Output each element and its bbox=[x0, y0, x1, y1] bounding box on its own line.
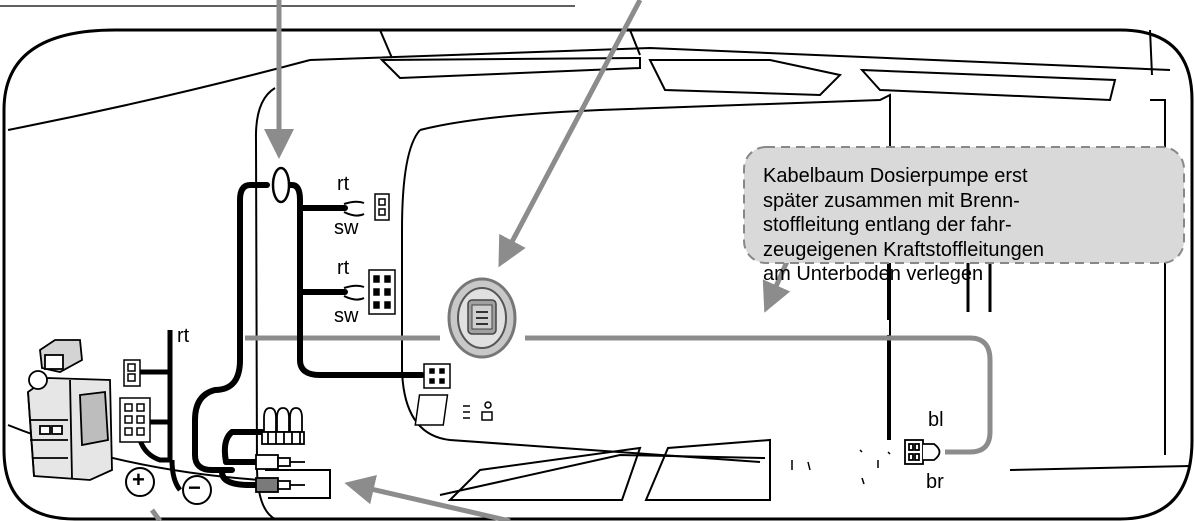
callout-line: Kabelbaum Dosierpumpe erst bbox=[763, 165, 1028, 187]
callout-box bbox=[743, 146, 1185, 264]
label-br: br bbox=[926, 471, 944, 493]
minus-symbol: − bbox=[188, 475, 201, 500]
arrow-fuses bbox=[344, 474, 511, 521]
body-contours bbox=[7, 29, 1191, 520]
arrow-terminal bbox=[149, 508, 163, 521]
heater-unit-icon bbox=[27, 339, 113, 481]
main-harness bbox=[192, 182, 425, 488]
label-rt-left: rt bbox=[177, 325, 190, 347]
fuse-holder-icon bbox=[261, 407, 305, 445]
pump-cable-right bbox=[525, 335, 993, 455]
label-bl: bl bbox=[928, 409, 944, 431]
connector-4pin-control bbox=[423, 363, 451, 389]
stray-marks bbox=[791, 449, 891, 485]
label-rt-middle: rt bbox=[337, 257, 350, 279]
power-harness bbox=[137, 330, 183, 492]
label-sw-middle: sw bbox=[334, 305, 359, 327]
fuse-grey-icon bbox=[255, 477, 305, 493]
arrow-control-unit bbox=[498, 0, 643, 268]
callout-line: zeugeigenen Kraftstoffleitungen bbox=[763, 238, 1044, 261]
callout-text: Kabelbaum Dosierpumpe erst später zusamm… bbox=[763, 164, 1173, 287]
label-sw-upper: sw bbox=[334, 217, 359, 239]
connector-2pin-pump bbox=[904, 439, 941, 465]
callout-line: später zusammen mit Brenn- bbox=[763, 189, 1020, 212]
callout-line: stoffleitung entlang der fahr- bbox=[763, 214, 1012, 236]
label-rt-upper: rt bbox=[337, 173, 350, 195]
lower-panels bbox=[265, 438, 771, 501]
minus-terminal-icon bbox=[182, 475, 212, 505]
callout-line: am Unterboden verlegen bbox=[763, 263, 984, 285]
upper-panels bbox=[379, 56, 1117, 102]
connector-2pin-upper bbox=[374, 193, 390, 221]
control-unit-icon bbox=[447, 277, 517, 359]
pointer-arrows bbox=[149, 0, 796, 521]
plus-symbol: + bbox=[132, 467, 145, 492]
fuse-white-icon bbox=[255, 454, 305, 470]
connector-2pin-left bbox=[123, 359, 141, 387]
switch-icon bbox=[414, 394, 493, 426]
connector-6pin-middle bbox=[368, 269, 396, 315]
plus-terminal-icon bbox=[125, 467, 155, 497]
vehicle-outline bbox=[2, 28, 1194, 521]
wire-forks bbox=[343, 200, 365, 301]
connector-6pin-left bbox=[119, 397, 151, 443]
harness-grommet bbox=[271, 166, 291, 204]
